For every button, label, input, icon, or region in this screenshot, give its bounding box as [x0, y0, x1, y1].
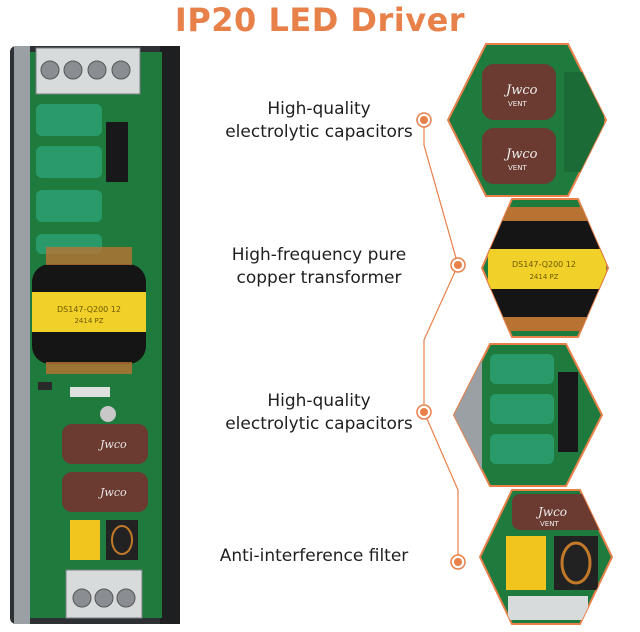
transformer-sub-text: 2414 PZ — [74, 317, 103, 325]
bottom-terminal-screws — [72, 588, 136, 608]
callout-2-line-2: copper transformer — [236, 268, 402, 288]
housing-side-rail — [14, 46, 30, 624]
callout-anti-interference-filter: Anti-interference filter — [200, 545, 428, 568]
hex1-brand-1: Jwco — [503, 83, 538, 98]
capacitor-brand-text-2: Jwco — [98, 486, 127, 499]
hex-closeup-transformer: DS147-Q200 12 2414 PZ — [480, 198, 610, 338]
page-title: IP20 LED Driver — [174, 1, 466, 39]
callout-1-line-1: High-quality — [267, 99, 371, 119]
green-capacitors-top — [36, 104, 102, 254]
hex2-transformer-sub: 2414 PZ — [529, 273, 558, 281]
housing-side-shadow — [160, 46, 180, 624]
hex1-brand-2: Jwco — [503, 147, 538, 162]
callout-2-line-1: High-frequency pure — [231, 245, 407, 265]
brown-capacitors-bottom: Jwco Jwco — [62, 424, 148, 512]
hex4-vent: VENT — [540, 520, 559, 528]
filter-capacitor — [70, 520, 100, 560]
callout-3-line-1: High-quality — [267, 391, 371, 411]
capacitor-brand-text-1: Jwco — [98, 438, 127, 451]
callout-electrolytic-capacitors-top: High-quality electrolytic capacitors — [214, 98, 424, 144]
hex-closeup-capacitors-bottom — [452, 343, 604, 487]
callout-1-line-2: electrolytic capacitors — [225, 122, 413, 142]
transformer: DS147-Q200 12 2414 PZ — [32, 247, 146, 374]
heatsink-top — [106, 122, 128, 182]
callout-3-line-2: electrolytic capacitors — [225, 414, 413, 434]
callout-4-line-1: Anti-interference filter — [219, 546, 409, 566]
hex-closeup-filter: Jwco VENT — [478, 489, 614, 625]
top-terminal-screws — [40, 60, 131, 80]
callout-transformer: High-frequency pure copper transformer — [214, 244, 424, 290]
hex1-vent-1: VENT — [508, 100, 527, 108]
transformer-code-text: DS147-Q200 12 — [57, 305, 121, 314]
hex-closeup-capacitors-top: Jwco VENT Jwco VENT — [446, 43, 608, 197]
led-driver-board-image: DS147-Q200 12 2414 PZ Jwco Jwco — [10, 46, 180, 624]
hex4-brand: Jwco — [535, 505, 567, 519]
callout-electrolytic-capacitors-bottom: High-quality electrolytic capacitors — [214, 390, 424, 436]
hex2-transformer-code: DS147-Q200 12 — [512, 260, 576, 269]
hex1-vent-2: VENT — [508, 164, 527, 172]
